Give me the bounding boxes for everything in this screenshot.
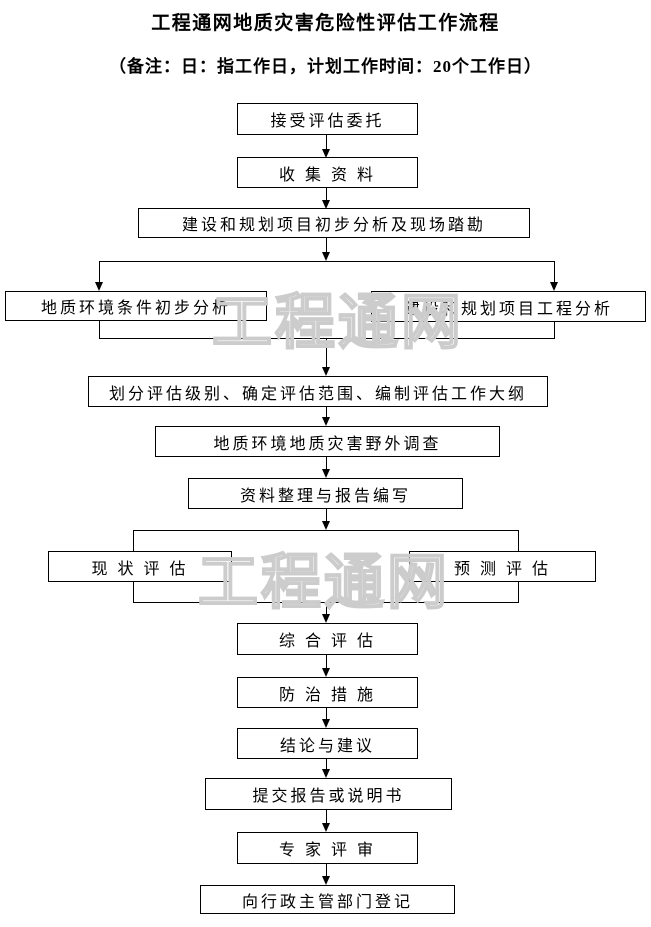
connector-proj-analysis-out (554, 322, 555, 339)
flow-node-geo-env: 地质环境条件初步分析 (5, 291, 267, 321)
arrow-conclusion-to-submit (321, 759, 332, 778)
arrow-assessments-to-comprehensive (321, 603, 332, 623)
flow-node-register: 向行政主管部门登记 (200, 885, 455, 914)
flow-node-comprehensive: 综 合 评 估 (237, 623, 418, 655)
connector-geo-env-out (99, 321, 100, 339)
arrow-branch-to-proj-analysis (549, 261, 560, 291)
converge-line (99, 338, 555, 339)
arrow-accept-to-collect (321, 135, 332, 158)
arrow-prevention-to-conclusion (321, 708, 332, 728)
arrow-expert-to-register (321, 864, 332, 885)
flow-node-proj-analysis: 建设和规划项目工程分析 (371, 291, 646, 322)
flow-node-prevention: 防 治 措 施 (237, 677, 418, 708)
flow-node-expert-review: 专 家 评 审 (237, 832, 418, 864)
flow-node-field-survey: 地质环境地质灾害野外调查 (155, 426, 500, 457)
arrow-grading-to-field-survey (321, 407, 332, 426)
flow-node-current-assessment: 现 状 评 估 (48, 551, 232, 582)
arrow-converge-to-grading (321, 338, 332, 376)
arrow-report-prep-to-assessments (321, 509, 332, 530)
flow-node-grading: 划分评估级别、确定评估范围、编制评估工作大纲 (88, 376, 548, 407)
flow-node-initial-analysis: 建设和规划项目初步分析及现场踏勘 (138, 208, 530, 238)
page-note: （备注：日：指工作日，计划工作时间：20个工作日） (109, 57, 542, 76)
flow-node-submit-report: 提交报告或说明书 (205, 778, 452, 810)
flow-node-collect: 收 集 资 料 (237, 157, 418, 188)
arrow-comprehensive-to-prevention (321, 655, 332, 677)
arrow-field-survey-to-report-prep (321, 457, 332, 478)
arrow-initial-to-branch (321, 238, 332, 261)
branch-line (99, 261, 555, 262)
arrow-branch-to-geo-env (94, 261, 105, 291)
page-title: 工程通网地质灾害危险性评估工作流程 (151, 13, 500, 34)
flow-node-accept: 接受评估委托 (237, 103, 418, 135)
flow-node-predict-assessment: 预 测 评 估 (409, 551, 596, 582)
flow-node-conclusion: 结论与建议 (237, 728, 418, 759)
flow-node-report-prep: 资料整理与报告编写 (188, 478, 463, 509)
arrow-submit-to-expert (321, 810, 332, 832)
arrow-collect-to-initial (321, 188, 332, 209)
